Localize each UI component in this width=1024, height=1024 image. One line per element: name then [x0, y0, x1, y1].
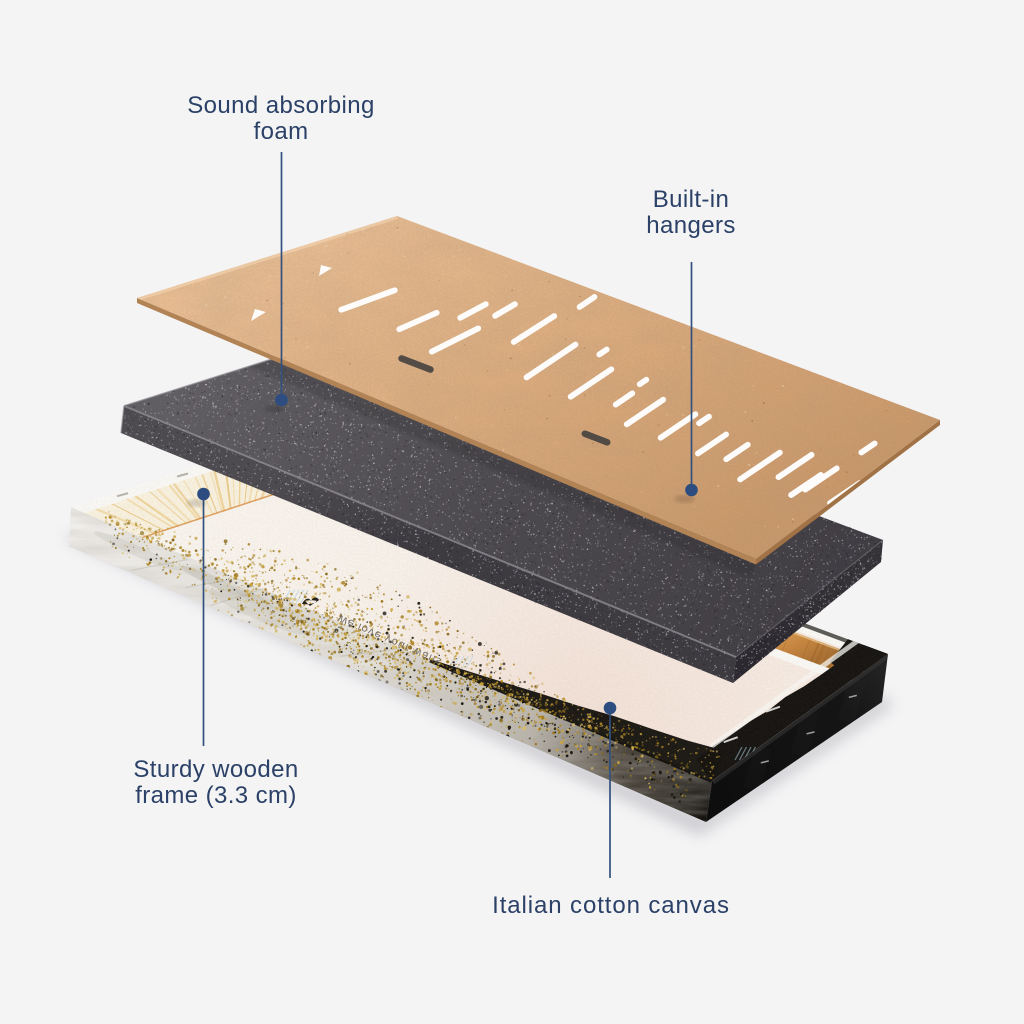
cutout-slit [596, 346, 610, 358]
cutout-slit [858, 440, 878, 456]
cutout-slit [396, 309, 440, 333]
label-line: frame (3.3 cm) [135, 782, 297, 809]
cutout-slit [492, 301, 518, 319]
foam-top [124, 337, 883, 657]
cutout-slit [775, 451, 815, 481]
cutout-slit [737, 449, 783, 483]
label-line: foam [253, 118, 309, 145]
hanger-slot [581, 430, 611, 446]
callout-pointers [186, 152, 698, 878]
foam-layer [120, 336, 884, 683]
cutout-slit [567, 366, 615, 400]
cutout-slit [338, 287, 398, 313]
canvas-side-right [706, 654, 888, 822]
cutout-slit [802, 465, 840, 493]
label-sound-absorbing-foam: Sound absorbing foam [131, 93, 431, 145]
label-built-in-hangers: Built-in hangers [541, 187, 841, 239]
foam-side-left [121, 406, 736, 683]
label-line: Built-in [652, 186, 730, 213]
cutout-slit [612, 390, 636, 408]
label-line: Sound absorbing [187, 92, 375, 119]
canvas-frame-layer: We love your walls [66, 434, 893, 836]
pointer-dot-shadow [593, 713, 613, 721]
pointer-dot-shadow [264, 405, 285, 413]
hanger-slot [398, 355, 434, 373]
cutout-slit [657, 411, 699, 441]
pointer-dot-frame [197, 487, 210, 501]
board-edge [137, 298, 756, 565]
cutout-triangle [319, 265, 332, 276]
pointer-dot-foam [275, 393, 288, 407]
cutout-slit [510, 313, 558, 345]
cutout-slit [576, 294, 598, 310]
pointer-dot-shadow [186, 499, 207, 507]
foam-side-right [733, 540, 883, 683]
pointer-dot-canvas [603, 701, 617, 715]
label-sturdy-wooden-frame: Sturdy wooden frame (3.3 cm) [66, 757, 366, 809]
cutout-slit [696, 413, 712, 427]
cutout-slit [695, 431, 729, 457]
pointer-dot-shadow [674, 495, 695, 503]
label-line: hangers [646, 212, 736, 239]
board-edge [756, 420, 940, 565]
cutout-slit [457, 301, 489, 321]
cutout-triangle [251, 309, 266, 321]
pointer-dot-hangers [685, 483, 698, 497]
board-shadow [131, 337, 756, 578]
cutout-slit [523, 341, 579, 381]
cutout-slit [428, 325, 482, 355]
label-line: Sturdy wooden [133, 756, 299, 783]
label-italian-cotton-canvas: Italian cotton canvas [461, 893, 761, 919]
cutout-slit [623, 396, 667, 428]
cutout-slit [788, 472, 824, 498]
cutout-slit [723, 441, 751, 463]
label-line: Italian cotton canvas [492, 892, 730, 919]
cutout-slit [636, 376, 650, 388]
